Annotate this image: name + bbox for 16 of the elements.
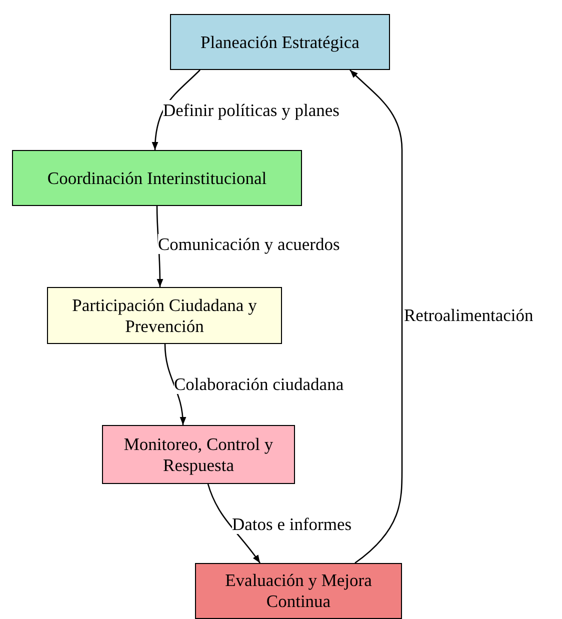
- process-box: [195, 563, 402, 619]
- edge-label: Comunicación y acuerdos: [158, 234, 340, 254]
- node-label: Participación Ciudadana y Prevención: [71, 294, 258, 336]
- node-label: Planeación Estratégica: [200, 32, 360, 52]
- arrow: [350, 70, 403, 564]
- process-box: [102, 425, 295, 484]
- edge-label: Definir políticas y planes: [163, 100, 340, 120]
- arrow: [152, 70, 200, 150]
- node-label: Monitoreo, Control y Respuesta: [122, 434, 274, 476]
- process-box: [12, 150, 302, 206]
- process-box: [170, 14, 390, 70]
- arrow: [207, 484, 261, 564]
- node-label: Evaluación y Mejora Continua: [224, 570, 373, 612]
- node-label: Coordinación Interinstitucional: [46, 168, 268, 188]
- process-box: [47, 287, 282, 344]
- arrow: [164, 344, 186, 426]
